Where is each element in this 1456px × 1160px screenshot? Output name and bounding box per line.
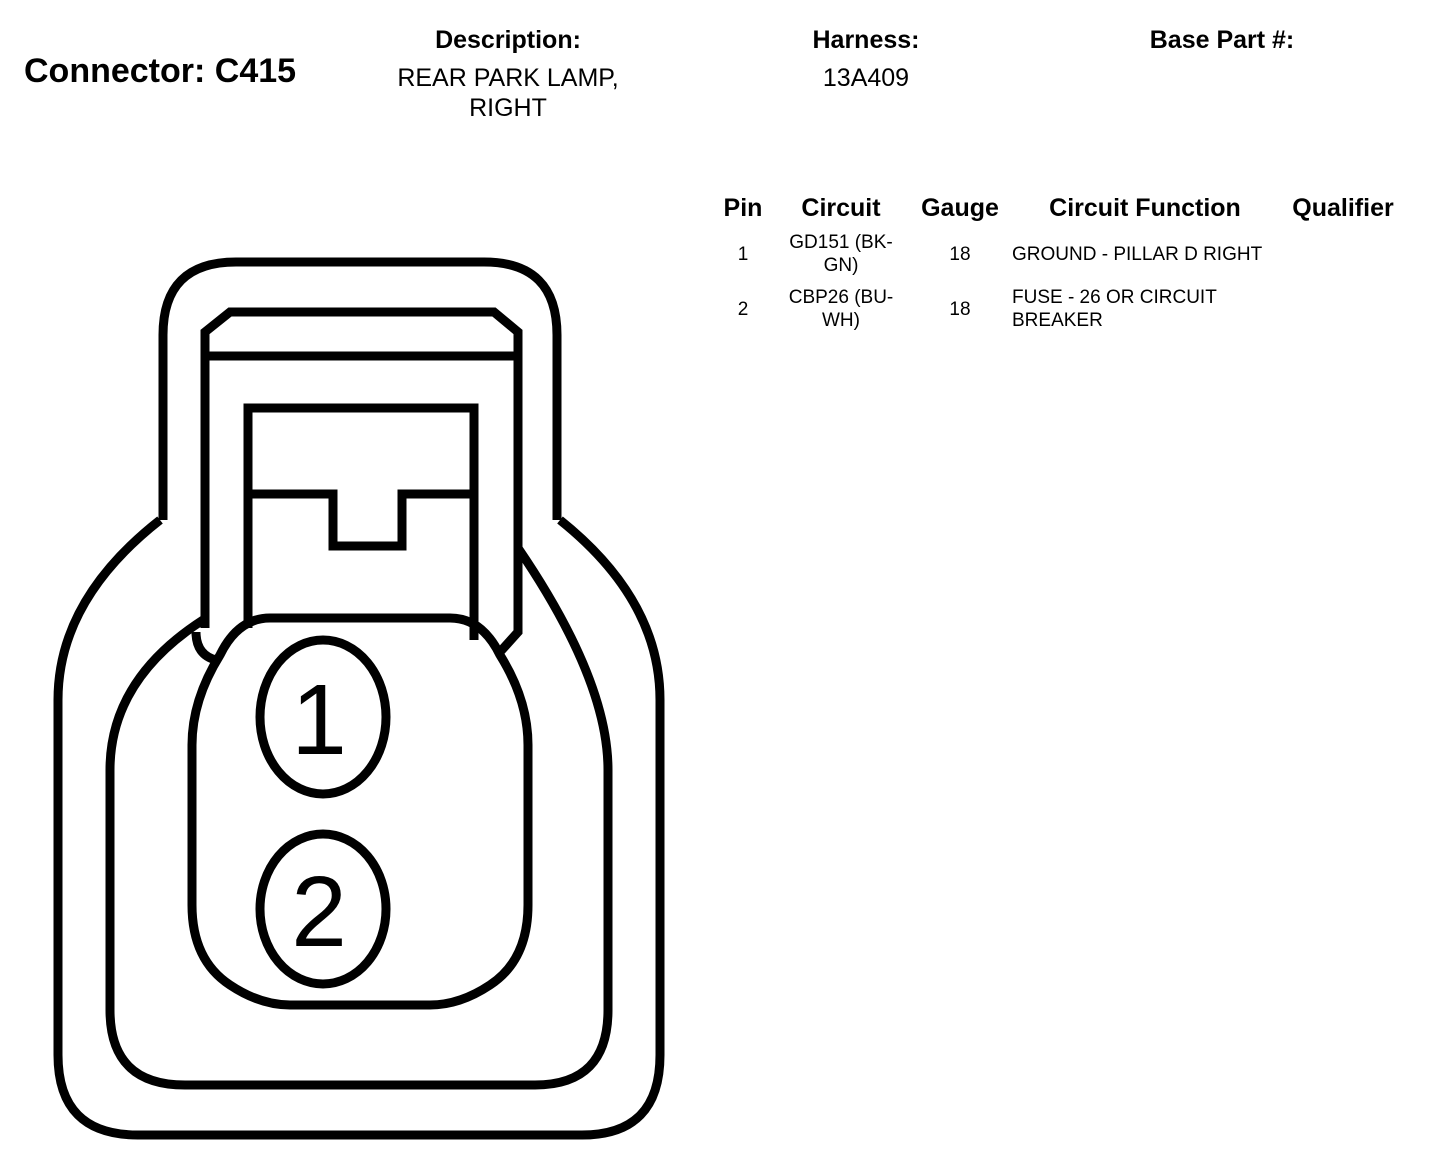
circuit-cell: GD151 (BK-GN) [789, 232, 893, 276]
base-part-label: Base Part #: [1149, 26, 1295, 54]
gauge-cell: 18 [949, 298, 971, 320]
latch-notch [248, 489, 474, 551]
circuit-cell: CBP26 (BU-WH) [788, 287, 894, 331]
harness-label: Harness: [812, 26, 920, 54]
table-row: 1 GD151 (BK-GN) 18 GROUND - PILLAR D RIG… [0, 229, 1456, 279]
pin-cell: 1 [737, 243, 749, 265]
description-label: Description: [435, 26, 581, 54]
column-header-pin: Pin [723, 194, 763, 222]
gauge-cell: 18 [949, 243, 971, 265]
column-header-gauge: Gauge [921, 194, 999, 222]
connector-face-diagram: 1 2 [53, 257, 665, 1140]
column-header-circuit: Circuit [801, 194, 881, 222]
connector-title: Connector: C415 [24, 52, 297, 90]
pin-cavity-1 [255, 635, 391, 799]
connector-inner-shell [105, 545, 613, 1090]
qualifier-cell [1280, 229, 1406, 279]
qualifier-cell [1280, 284, 1406, 334]
latch-housing-hook [191, 631, 218, 665]
connector-outer-shell [158, 257, 562, 520]
column-header-circuit-function: Circuit Function [1049, 194, 1241, 222]
pin-label-1: 1 [291, 664, 347, 776]
function-cell: FUSE - 26 OR CIRCUIT BREAKER [1012, 287, 1217, 331]
description-value: REAR PARK LAMP, RIGHT [397, 64, 619, 122]
pin-cell: 2 [737, 298, 749, 320]
function-cell: GROUND - PILLAR D RIGHT [1012, 243, 1263, 265]
table-row: 2 CBP26 (BU-WH) 18 FUSE - 26 OR CIRCUIT … [0, 284, 1456, 334]
pin-cavity-block [187, 613, 533, 1010]
connector-outer-shell-lower [53, 516, 665, 1140]
latch-tab [243, 403, 479, 640]
pin-label-2: 2 [291, 856, 347, 968]
harness-value: 13A409 [822, 64, 910, 92]
column-header-qualifier: Qualifier [1292, 194, 1394, 222]
pin-cavity-2 [255, 829, 391, 989]
latch-housing [200, 307, 523, 656]
